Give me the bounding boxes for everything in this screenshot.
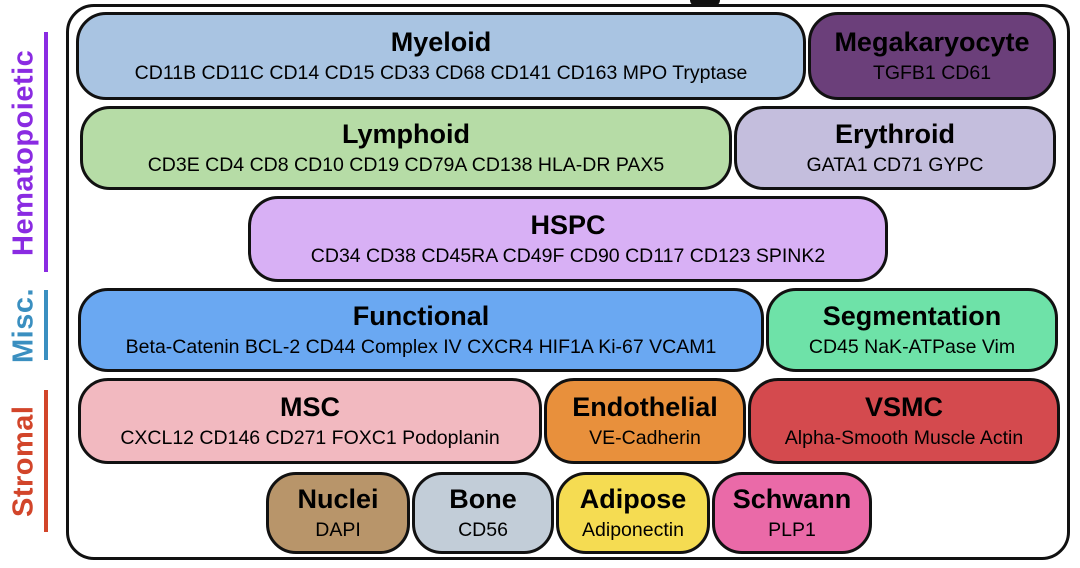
panel-markers: CXCL12 CD146 CD271 FOXC1 Podoplanin — [120, 426, 500, 449]
panel-title: Segmentation — [822, 300, 1002, 331]
panel-lymphoid: Lymphoid CD3E CD4 CD8 CD10 CD19 CD79A CD… — [80, 106, 732, 190]
panel-erythroid: Erythroid GATA1 CD71 GYPC — [734, 106, 1056, 190]
panel-myeloid: Myeloid CD11B CD11C CD14 CD15 CD33 CD68 … — [76, 12, 806, 100]
frame-top-tab — [690, 0, 720, 6]
panel-markers: CD3E CD4 CD8 CD10 CD19 CD79A CD138 HLA-D… — [147, 153, 665, 176]
panel-markers: CD11B CD11C CD14 CD15 CD33 CD68 CD141 CD… — [134, 61, 748, 84]
panel-markers: Adiponectin — [582, 518, 684, 541]
panel-title: VSMC — [864, 391, 943, 422]
group-bar-misc — [44, 290, 48, 360]
panel-adipose: Adipose Adiponectin — [556, 472, 710, 554]
group-label-misc: Misc. — [7, 287, 40, 363]
panel-markers: TGFB1 CD61 — [872, 61, 992, 84]
panel-markers: PLP1 — [768, 518, 816, 541]
panel-markers: VE-Cadherin — [589, 426, 701, 449]
panel-title: Erythroid — [834, 118, 955, 149]
panel-markers: DAPI — [315, 518, 361, 541]
group-bar-hematopoietic — [44, 32, 48, 272]
panel-functional: Functional Beta-Catenin BCL-2 CD44 Compl… — [78, 288, 764, 372]
group-bar-stromal — [44, 390, 48, 532]
panel-title: Schwann — [732, 483, 852, 514]
panel-segmentation: Segmentation CD45 NaK-ATPase Vim — [766, 288, 1058, 372]
panel-bone: Bone CD56 — [412, 472, 554, 554]
panel-markers: Beta-Catenin BCL-2 CD44 Complex IV CXCR4… — [125, 335, 717, 358]
panel-title: HSPC — [530, 209, 606, 240]
panel-vsmc: VSMC Alpha-Smooth Muscle Actin — [748, 378, 1060, 464]
panel-markers: CD34 CD38 CD45RA CD49F CD90 CD117 CD123 … — [310, 244, 826, 267]
panel-hspc: HSPC CD34 CD38 CD45RA CD49F CD90 CD117 C… — [248, 196, 888, 282]
panel-title: MSC — [280, 391, 340, 422]
marker-panel-frame — [66, 4, 1070, 560]
panel-msc: MSC CXCL12 CD146 CD271 FOXC1 Podoplanin — [78, 378, 542, 464]
panel-title: Megakaryocyte — [834, 26, 1030, 57]
panel-markers: Alpha-Smooth Muscle Actin — [784, 426, 1024, 449]
panel-endothelial: Endothelial VE-Cadherin — [544, 378, 746, 464]
panel-title: Nuclei — [297, 483, 379, 514]
panel-title: Functional — [352, 300, 490, 331]
panel-markers: CD45 NaK-ATPase Vim — [808, 335, 1016, 358]
group-label-hematopoietic: Hematopoietic — [7, 49, 40, 256]
panel-nuclei: Nuclei DAPI — [266, 472, 410, 554]
panel-title: Adipose — [579, 483, 687, 514]
panel-title: Lymphoid — [342, 118, 470, 149]
panel-title: Bone — [449, 483, 517, 514]
panel-markers: GATA1 CD71 GYPC — [806, 153, 984, 176]
group-label-stromal: Stromal — [7, 405, 40, 517]
panel-schwann: Schwann PLP1 — [712, 472, 872, 554]
panel-megakaryocyte: Megakaryocyte TGFB1 CD61 — [808, 12, 1056, 100]
panel-markers: CD56 — [458, 518, 508, 541]
panel-title: Myeloid — [390, 26, 492, 57]
panel-title: Endothelial — [572, 391, 718, 422]
